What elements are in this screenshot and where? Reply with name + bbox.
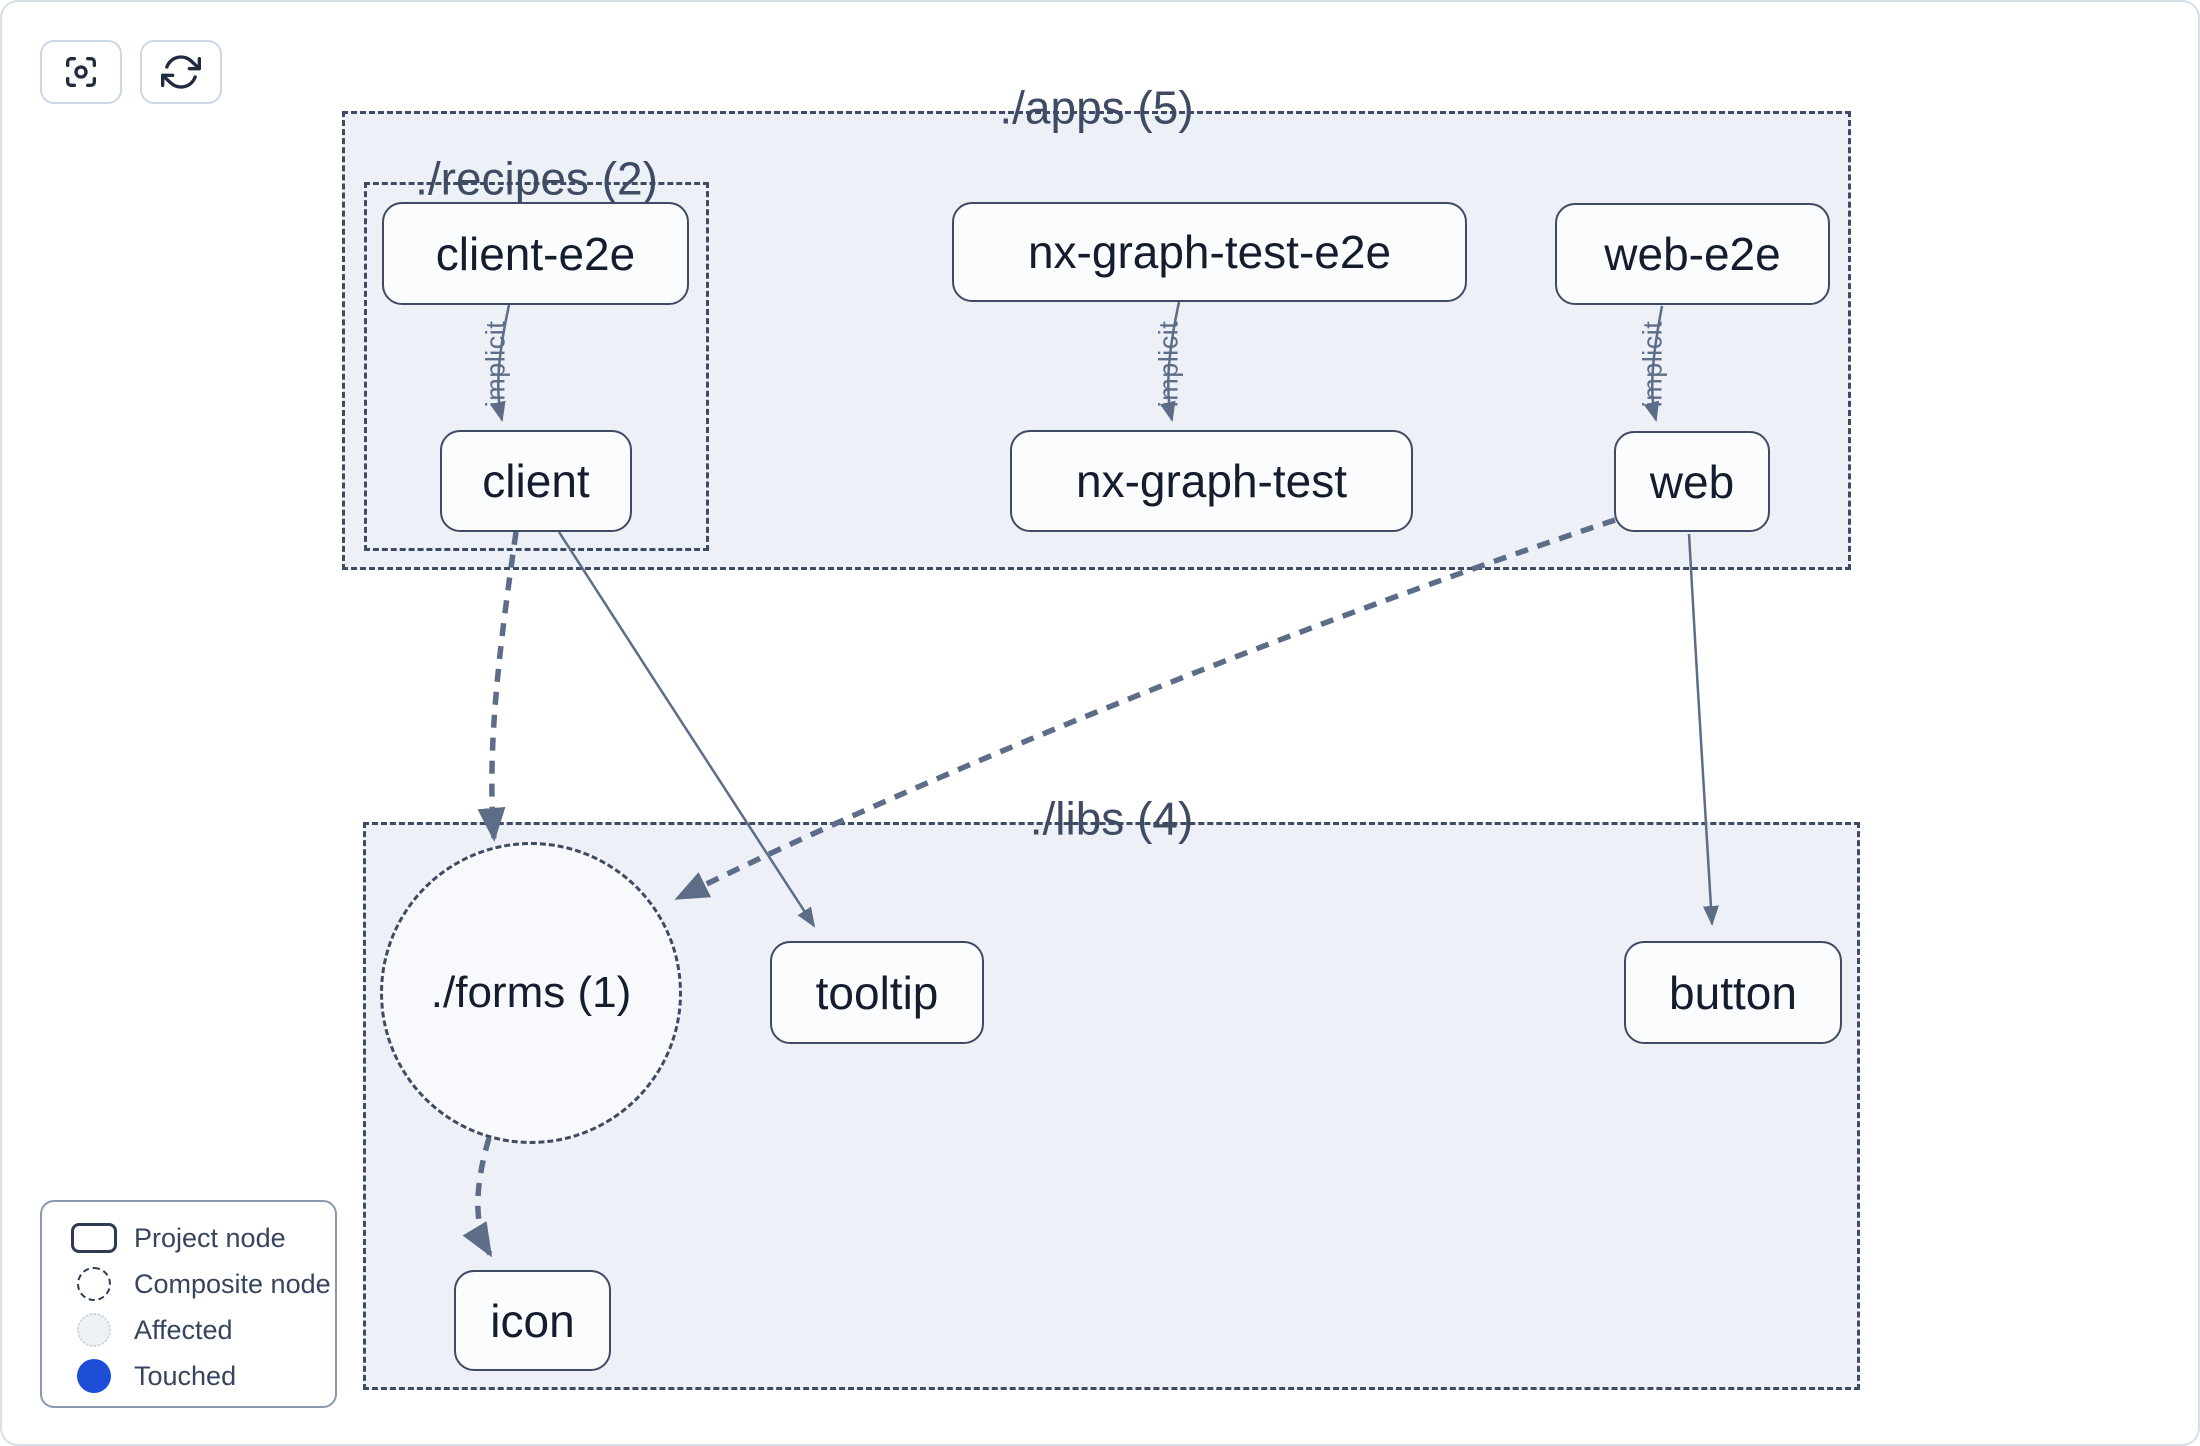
legend-label: Affected [134, 1314, 233, 1345]
composite-node-icon [77, 1267, 111, 1301]
refresh-button[interactable] [140, 40, 222, 104]
edge-client-to-forms[interactable] [477, 531, 519, 842]
edge-forms-to-icon[interactable] [462, 1137, 493, 1258]
focus-icon [66, 57, 97, 88]
edge-nx-graph-test-e2e-to-nx-graph-test[interactable] [1159, 301, 1181, 422]
legend-row-composite: Composite node [64, 1261, 335, 1307]
node-nx-graph-test[interactable]: nx-graph-test [1010, 430, 1413, 532]
edge-label-implicit: implicit [1153, 320, 1184, 408]
node-web[interactable]: web [1614, 431, 1770, 532]
edge-web-to-forms[interactable] [674, 517, 1616, 901]
focus-button[interactable] [40, 40, 122, 104]
edge-label-implicit: implicit [1637, 320, 1668, 408]
refresh-icon [161, 55, 201, 89]
node-client[interactable]: client [440, 430, 632, 532]
group-apps-label: ./apps (5) [999, 81, 1194, 134]
project-node-icon [71, 1223, 117, 1253]
node-tooltip[interactable]: tooltip [770, 941, 984, 1044]
legend: Project node Composite node Affected Tou… [40, 1200, 337, 1408]
legend-row-touched: Touched [64, 1353, 335, 1399]
legend-label: Project node [134, 1222, 286, 1253]
node-web-e2e[interactable]: web-e2e [1555, 203, 1830, 305]
node-icon[interactable]: icon [454, 1270, 611, 1371]
group-libs-label: ./libs (4) [1029, 792, 1194, 845]
touched-icon [77, 1359, 111, 1393]
edge-client-e2e-to-client[interactable] [489, 304, 511, 422]
composite-node-forms[interactable]: ./forms (1) [380, 842, 682, 1144]
legend-row-project: Project node [64, 1215, 335, 1261]
edge-web-to-button[interactable] [1687, 533, 1719, 926]
affected-icon [77, 1313, 111, 1347]
legend-label: Composite node [134, 1268, 331, 1299]
group-recipes-label: ./recipes (2) [415, 152, 658, 205]
node-client-e2e[interactable]: client-e2e [382, 202, 689, 305]
edge-web-e2e-to-web[interactable] [1643, 305, 1664, 422]
edge-label-implicit: implicit [480, 320, 511, 408]
legend-label: Touched [134, 1360, 237, 1391]
node-nx-graph-test-e2e[interactable]: nx-graph-test-e2e [952, 202, 1467, 302]
node-button[interactable]: button [1624, 941, 1842, 1044]
legend-row-affected: Affected [64, 1307, 335, 1353]
edge-client-to-tooltip[interactable] [557, 531, 816, 928]
